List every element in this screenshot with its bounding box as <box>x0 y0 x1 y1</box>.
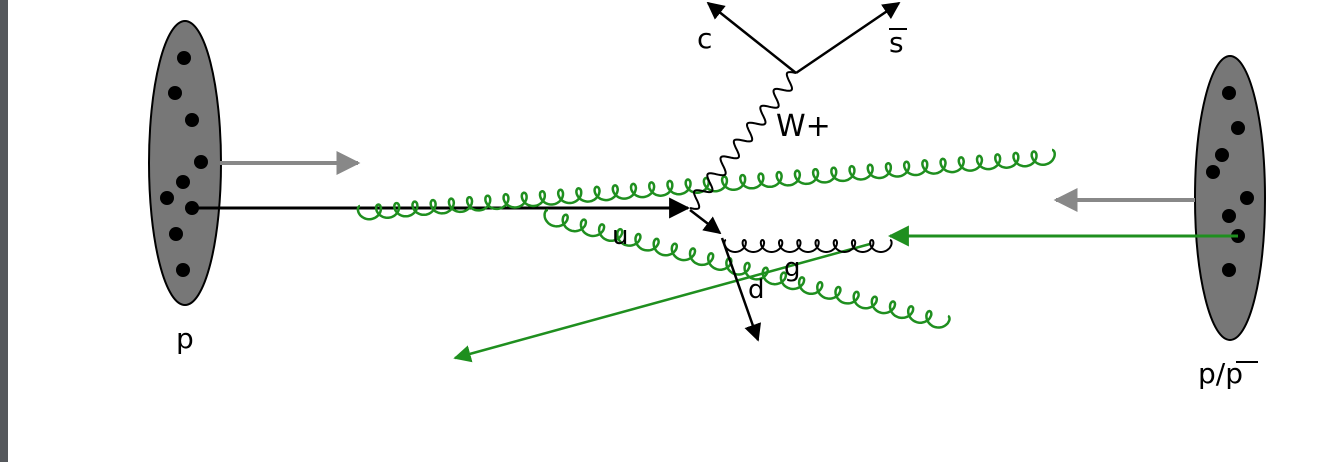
window-edge-bar <box>0 0 8 462</box>
label-g: g <box>784 253 801 283</box>
label-beam-right: p/p <box>1198 357 1243 390</box>
label-beam-left: p <box>176 322 194 355</box>
gluon-upper <box>356 148 1056 221</box>
label-c: c <box>697 22 712 55</box>
quark-sbar-line <box>795 1 901 75</box>
proton-right-partons <box>1206 86 1254 277</box>
w-boson-line <box>689 71 797 210</box>
quark-d-line <box>720 237 762 342</box>
proton-left <box>148 20 222 306</box>
quark-u-line <box>689 209 722 235</box>
gluon-lower-diagonal <box>543 208 951 329</box>
label-u: u <box>612 221 628 251</box>
green-outgoing-parton <box>453 242 871 363</box>
gluon-g-black <box>723 238 893 254</box>
label-w-plus: W+ <box>776 109 831 144</box>
proton-right <box>1194 55 1266 341</box>
label-d: d <box>748 275 765 305</box>
quark-c-line <box>706 1 797 74</box>
label-sbar: s <box>889 26 904 59</box>
